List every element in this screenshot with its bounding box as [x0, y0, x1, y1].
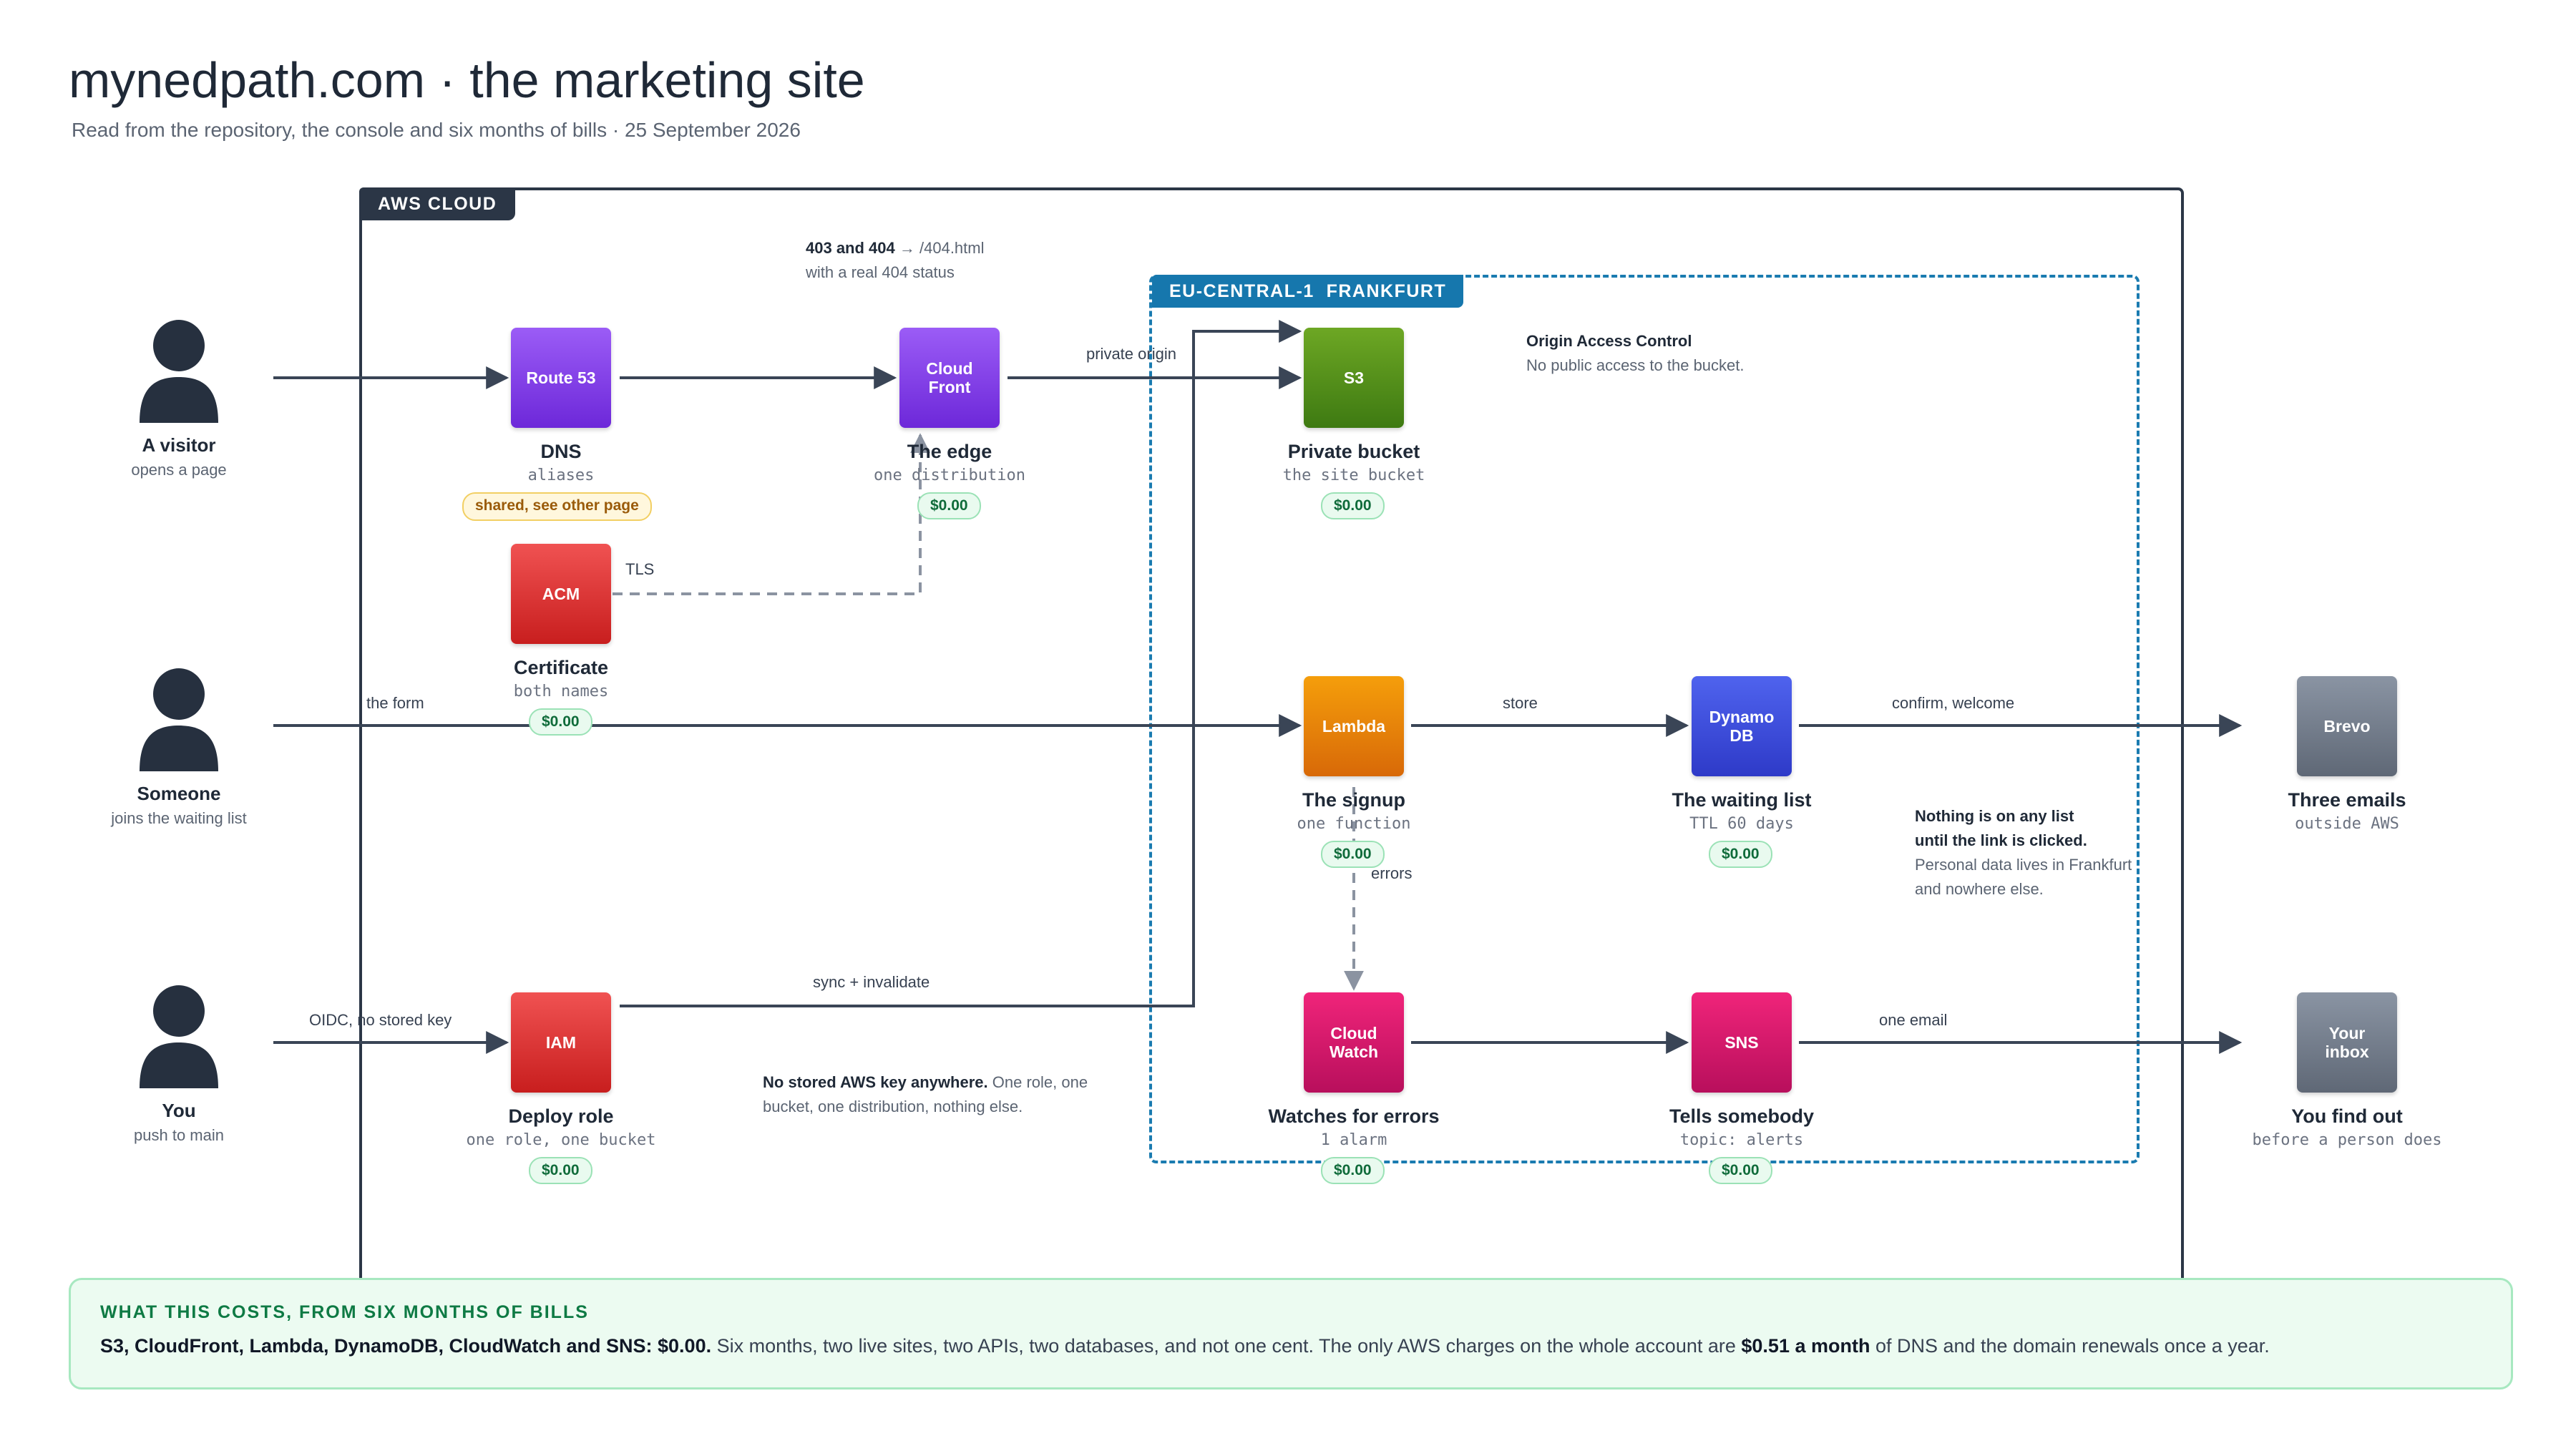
acm-icon[interactable]: ACM — [511, 544, 611, 644]
label-sync-invalidate: sync + invalidate — [813, 973, 930, 991]
region-label: EU-CENTRAL-1 FRANKFURT — [1152, 275, 1464, 308]
edge-iam-s3 — [620, 320, 1302, 1007]
s3-sub: the site bucket — [1282, 467, 1425, 484]
cost-summary-box — [69, 1278, 2513, 1390]
cost-heading: WHAT THIS COSTS, FROM SIX MONTHS OF BILL… — [100, 1302, 589, 1322]
s3-icon[interactable]: S3 — [1304, 328, 1404, 428]
label-errors: errors — [1371, 864, 1413, 882]
region-group — [1149, 275, 2140, 1163]
page-title: mynedpath.com · the marketing site — [69, 52, 865, 108]
lambda-icon[interactable]: Lambda — [1304, 676, 1404, 776]
cloudfront-title: The edge — [907, 441, 992, 462]
brevo-title: Three emails — [2288, 789, 2406, 811]
dynamodb-price: $0.00 — [1709, 841, 1772, 868]
inbox-title: You find out — [2291, 1105, 2403, 1127]
aws-cloud-group — [359, 187, 2184, 1304]
label-oidc: OIDC, no stored key — [309, 1011, 452, 1029]
sns-sub: topic: alerts — [1679, 1131, 1804, 1149]
visitor-sub: opens a page — [131, 461, 227, 479]
aws-cloud-label: AWS CLOUD — [359, 187, 516, 220]
lambda-sub: one function — [1297, 815, 1411, 833]
label-confirm-welcome: confirm, welcome — [1892, 694, 2015, 712]
page-subtitle: Read from the repository, the console an… — [72, 119, 801, 141]
s3-title: Private bucket — [1287, 441, 1420, 462]
visitor-name: A visitor — [142, 434, 216, 456]
cost-text: S3, CloudFront, Lambda, DynamoDB, CloudW… — [100, 1335, 2270, 1357]
route53-icon[interactable]: Route 53 — [511, 328, 611, 428]
you-person-icon — [140, 985, 218, 1088]
someone-name: Someone — [137, 783, 221, 804]
note-privacy: Nothing is on any list until the link is… — [1915, 807, 2132, 898]
iam-icon[interactable]: IAM — [511, 992, 611, 1093]
edge-acm-cloudfront — [613, 433, 930, 595]
cloudwatch-title: Watches for errors — [1268, 1105, 1440, 1127]
route53-sub: aliases — [527, 467, 595, 484]
inbox-sub: before a person does — [2252, 1131, 2442, 1149]
dynamodb-sub: TTL 60 days — [1689, 815, 1794, 833]
iam-title: Deploy role — [508, 1105, 614, 1127]
cloudwatch-sub: 1 alarm — [1320, 1131, 1387, 1149]
label-private-origin: private origin — [1086, 345, 1176, 363]
label-store: store — [1503, 694, 1538, 712]
cloudwatch-price: $0.00 — [1321, 1157, 1385, 1184]
route53-title: DNS — [540, 441, 582, 462]
cloudfront-sub: one distribution — [874, 467, 1025, 484]
iam-sub: one role, one bucket — [466, 1131, 656, 1149]
sns-price: $0.00 — [1709, 1157, 1772, 1184]
iam-price: $0.00 — [529, 1157, 592, 1184]
acm-sub: both names — [513, 683, 609, 700]
you-sub: push to main — [134, 1126, 224, 1144]
brevo-icon[interactable]: Brevo — [2297, 676, 2397, 776]
someone-sub: joins the waiting list — [111, 809, 247, 827]
label-the-form: the form — [366, 694, 424, 712]
visitor-person-icon — [140, 320, 218, 423]
acm-price: $0.00 — [529, 708, 592, 736]
label-tls: TLS — [625, 560, 655, 578]
acm-title: Certificate — [513, 657, 609, 678]
lambda-title: The signup — [1302, 789, 1405, 811]
cloudfront-price: $0.00 — [917, 492, 981, 519]
sns-title: Tells somebody — [1669, 1105, 1815, 1127]
route53-shared-badge: shared, see other page — [462, 492, 652, 521]
dynamodb-title: The waiting list — [1672, 789, 1812, 811]
note-origin-access-control: Origin Access Control No public access t… — [1526, 332, 1745, 374]
lambda-price: $0.00 — [1321, 841, 1385, 868]
s3-price: $0.00 — [1321, 492, 1385, 519]
label-one-email: one email — [1879, 1011, 1948, 1029]
note-no-stored-key: No stored AWS key anywhere. One role, on… — [763, 1073, 1088, 1115]
you-name: You — [162, 1100, 196, 1121]
someone-person-icon — [140, 668, 218, 771]
sns-icon[interactable]: SNS — [1692, 992, 1792, 1093]
brevo-sub: outside AWS — [2295, 815, 2399, 833]
note-error-page: 403 and 404 → /404.html with a real 404 … — [806, 239, 985, 281]
